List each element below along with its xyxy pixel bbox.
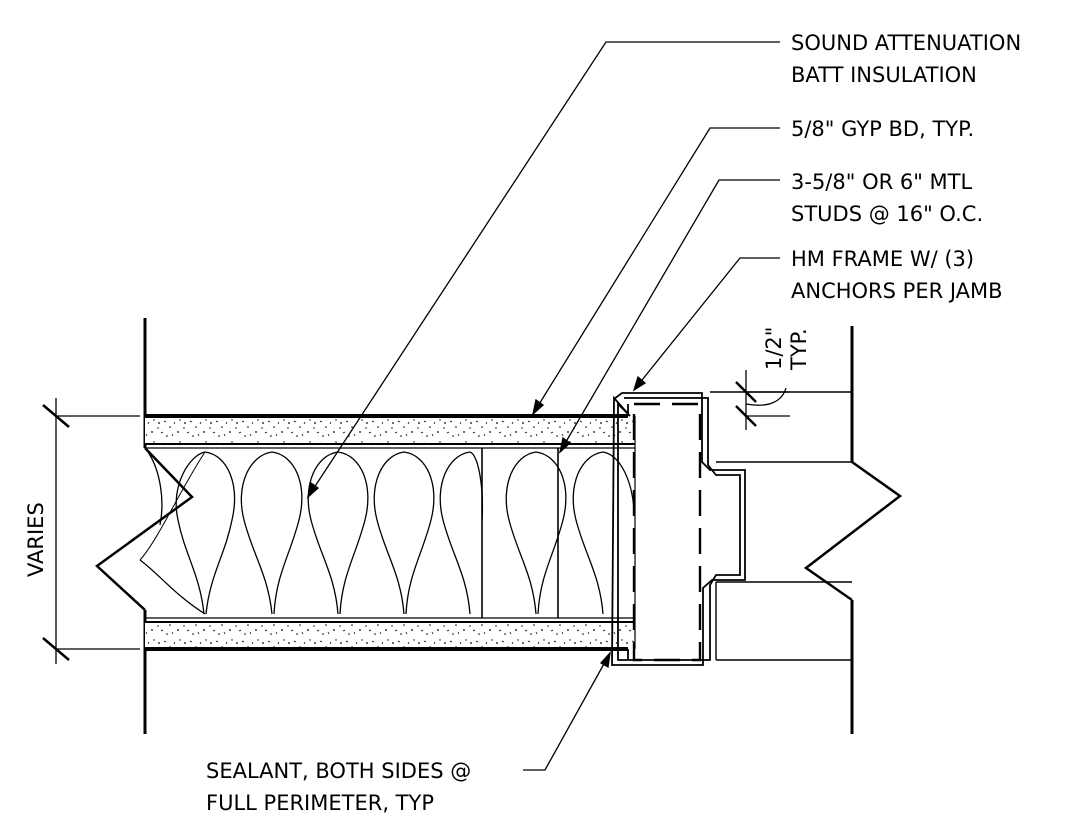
note-sound-attenuation-line-1: SOUND ATTENUATION xyxy=(791,31,1021,55)
note-hm-frame-line-2: ANCHORS PER JAMB xyxy=(791,279,1003,303)
leader-hm-frame xyxy=(632,257,780,392)
note-metal-studs: 3-5/8" OR 6" MTL STUDS @ 16" O.C. xyxy=(791,170,983,226)
gypsum-board-top xyxy=(145,414,635,449)
note-sound-attenuation: SOUND ATTENUATION BATT INSULATION xyxy=(791,31,1021,87)
varies-dimension xyxy=(42,398,140,664)
gypsum-board-bottom xyxy=(145,416,636,651)
half-inch-dimension-label: 1/2" xyxy=(762,327,786,370)
half-inch-dimension xyxy=(735,370,790,430)
note-gyp-bd: 5/8" GYP BD, TYP. xyxy=(791,117,974,141)
note-metal-studs-line-2: STUDS @ 16" O.C. xyxy=(791,202,983,226)
note-sealant-line-1: SEALANT, BOTH SIDES @ xyxy=(206,759,471,783)
note-hm-frame-line-1: HM FRAME W/ (3) xyxy=(791,247,974,271)
note-sealant-line-2: FULL PERIMETER, TYP xyxy=(206,791,434,815)
note-hm-frame: HM FRAME W/ (3) ANCHORS PER JAMB xyxy=(791,247,1003,303)
leader-metal-studs xyxy=(558,179,780,454)
note-sound-attenuation-line-2: BATT INSULATION xyxy=(791,63,977,87)
note-sealant: SEALANT, BOTH SIDES @ FULL PERIMETER, TY… xyxy=(206,759,471,815)
half-inch-dimension-typ-label: TYP. xyxy=(787,328,811,371)
leader-sound-attenuation xyxy=(306,41,780,499)
right-wall-edge xyxy=(710,326,903,734)
hollow-metal-frame xyxy=(611,392,746,666)
note-gyp-bd-line-1: 5/8" GYP BD, TYP. xyxy=(791,117,974,141)
leader-sealant xyxy=(523,650,611,771)
batt-insulation xyxy=(139,451,635,615)
leader-gyp-bd xyxy=(531,127,780,416)
left-wall-edge xyxy=(95,318,194,734)
note-metal-studs-line-1: 3-5/8" OR 6" MTL xyxy=(791,170,973,194)
varies-dimension-label: VARIES xyxy=(24,502,48,577)
metal-stud xyxy=(481,448,559,618)
